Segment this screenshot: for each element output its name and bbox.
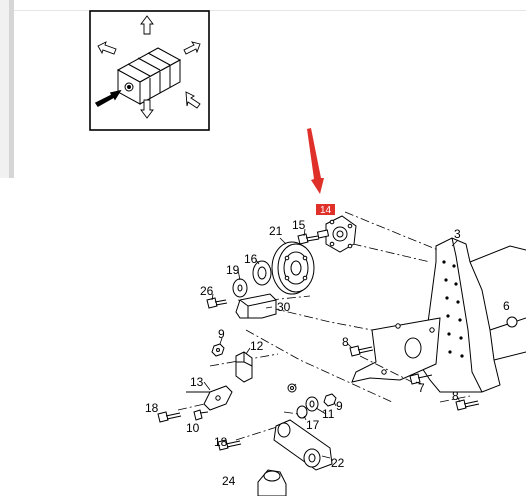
bolt-part-7[interactable] — [409, 373, 433, 385]
scrollbar-thumb[interactable] — [9, 0, 14, 178]
idler-arm-part-22[interactable] — [273, 419, 333, 471]
inset-focus-arrow-icon — [94, 89, 122, 107]
bolt-part-18-lower[interactable] — [217, 439, 242, 451]
bolt-part-8-lower[interactable] — [455, 399, 480, 411]
bearing-plate-part-14[interactable] — [316, 215, 357, 253]
callout-10[interactable]: 10 — [186, 421, 200, 435]
callout-19[interactable]: 19 — [226, 263, 240, 277]
bolt-part-10[interactable] — [193, 409, 209, 421]
bolt-part-8-upper[interactable] — [349, 345, 374, 357]
inset-motor-icon — [116, 47, 182, 105]
guard-part-30[interactable] — [235, 293, 277, 319]
callout-9-upper[interactable]: 9 — [218, 327, 225, 341]
bearing-part-16[interactable] — [252, 260, 272, 286]
callout-18-upper[interactable]: 18 — [145, 401, 159, 415]
scrollbar-track[interactable] — [0, 0, 14, 178]
callout-22[interactable]: 22 — [331, 456, 345, 470]
callout-8-lower[interactable]: 8 — [452, 389, 459, 403]
callout-12[interactable]: 12 — [250, 339, 264, 353]
callout-13[interactable]: 13 — [190, 375, 204, 389]
pulley-part-24[interactable] — [257, 469, 287, 496]
washer-part-11[interactable] — [305, 396, 319, 412]
spacer-part-17[interactable] — [296, 405, 308, 419]
callout-17[interactable]: 17 — [306, 418, 320, 432]
callout-21[interactable]: 21 — [269, 224, 283, 238]
callout-6[interactable]: 6 — [503, 299, 510, 313]
red-pointer-arrow-icon — [307, 128, 324, 194]
callout-11[interactable]: 11 — [322, 407, 335, 421]
frame-part-3[interactable] — [421, 237, 526, 393]
callout-16[interactable]: 16 — [244, 252, 258, 266]
callout-24[interactable]: 24 — [222, 474, 236, 488]
callout-7[interactable]: 7 — [418, 381, 425, 395]
nut-part-9-upper[interactable] — [211, 343, 225, 357]
callout-18-lower[interactable]: 18 — [214, 435, 228, 449]
side-plate[interactable] — [351, 317, 441, 383]
leader-lines — [203, 228, 461, 459]
bolt-part-15[interactable] — [297, 233, 320, 245]
locator-inset[interactable] — [89, 10, 210, 131]
bolt-part-18-upper[interactable] — [157, 411, 182, 423]
callout-26[interactable]: 26 — [200, 284, 214, 298]
callout-15[interactable]: 15 — [292, 218, 306, 232]
panel-top-border — [14, 10, 526, 11]
pulley-part-21[interactable] — [271, 241, 315, 295]
assembly-lines — [177, 211, 471, 441]
bolt-part-26[interactable] — [206, 297, 228, 309]
callout-3[interactable]: 3 — [454, 227, 461, 241]
washer-part-19[interactable] — [232, 278, 248, 298]
block-part-12[interactable] — [235, 351, 253, 383]
bracket-part-13[interactable] — [186, 385, 233, 411]
nut-part-9-right[interactable] — [323, 393, 337, 407]
highlighted-part-14-badge[interactable]: 14 — [316, 204, 335, 216]
callout-30[interactable]: 30 — [277, 300, 291, 314]
callout-14[interactable]: 14 — [320, 205, 332, 216]
callout-9-right[interactable]: 9 — [336, 399, 343, 413]
inset-direction-arrows — [97, 15, 201, 119]
callout-8-upper[interactable]: 8 — [342, 335, 349, 349]
